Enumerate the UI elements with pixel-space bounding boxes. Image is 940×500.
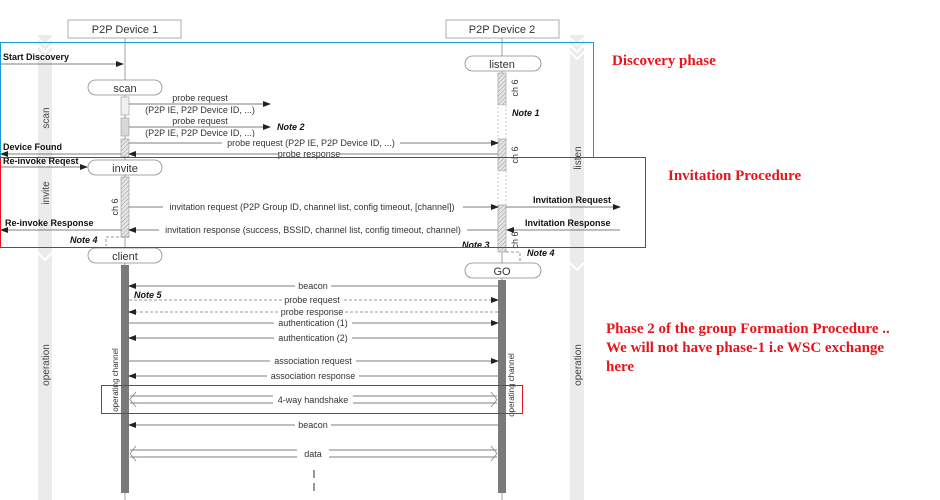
handshake-highlight-box [101,385,523,414]
svg-text:invitation request (P2P Group: invitation request (P2P Group ID, channe… [170,202,455,212]
note-4-connector [105,236,129,246]
channel-label: ch 6 [110,198,120,215]
message-probe-response: probe response [128,149,498,159]
annotation-invitation-procedure: Invitation Procedure [668,168,802,184]
state-go: GO [464,262,542,279]
event-device-found: Device Found [3,142,62,152]
message-probe-request-3: probe request (P2P IE, P2P Device ID, ..… [129,137,499,148]
svg-text:authentication (2): authentication (2) [278,333,348,343]
svg-text:4-way handshake: 4-way handshake [278,395,349,405]
state-listen: listen [464,55,542,72]
sleep-bar [497,104,507,140]
state-scan: scan [87,79,163,96]
message-invitation-response: invitation response (success, BSSID, cha… [128,224,498,235]
annotation-discovery-phase: Discovery phase [612,53,716,69]
svg-text:data: data [304,449,322,459]
side-label-invite: invite [41,181,52,205]
side-label-operation: operation [573,344,584,386]
svg-text:invitation response (success,: invitation response (success, BSSID, cha… [165,225,461,235]
activation-bar [120,176,130,238]
device-1-box: P2P Device 1 [67,19,182,39]
state-client: client [87,247,163,264]
svg-text:(P2P IE, P2P Device ID, ...): (P2P IE, P2P Device ID, ...) [145,105,255,115]
message-invitation-request: invitation request (P2P Group ID, channe… [129,201,499,212]
message-beacon-2: beacon [128,420,498,430]
activation-bar [120,117,130,137]
activation-bar [120,96,130,116]
svg-text:probe request: probe request [172,93,228,103]
svg-text:probe request: probe request [284,295,340,305]
annotation-phase2-line2: We will not have phase-1 i.e WSC exchang… [606,340,884,356]
svg-text:P2P Device 2: P2P Device 2 [469,24,535,36]
message-authentication-1: authentication (1) [129,318,499,328]
svg-text:probe response: probe response [281,307,344,317]
state-invite: invite [87,159,163,176]
svg-text:probe response: probe response [278,149,341,159]
svg-text:P2P Device 1: P2P Device 1 [92,24,158,36]
note-3: Note 3 [462,240,490,250]
side-label-scan: scan [41,107,52,128]
svg-text:invite: invite [112,163,138,175]
message-probe-request-2: probe request (P2P IE, P2P Device ID, ..… [129,116,271,138]
channel-label: ch 6 [510,146,520,163]
operating-channel-label: operating channel [507,353,516,417]
message-probe-request-1: probe request (P2P IE, P2P Device ID, ..… [129,93,271,115]
message-4-way-handshake: 4-way handshake [129,391,498,408]
operating-channel-label: operating channel [111,348,120,412]
note-1: Note 1 [512,108,540,118]
message-authentication-2: authentication (2) [128,333,498,343]
sleep-bar [497,170,507,206]
message-association-response: association response [128,371,498,381]
activation-bar [497,204,507,253]
left-phase-bar: scan invite operation [37,35,53,500]
message-association-request: association request [129,356,499,366]
annotation-phase2-line3: here [606,359,634,375]
activation-bar [120,138,130,158]
message-probe-request-op: probe request [129,295,499,305]
note-4-connector [506,251,521,262]
activation-bar [497,72,507,106]
note-4: Note 4 [527,248,555,258]
device-2-box: P2P Device 2 [445,19,560,39]
operating-bar-device-1 [121,265,129,493]
activation-bar [497,138,507,172]
event-start-discovery: Start Discovery [3,52,69,62]
message-data: data [129,445,498,462]
svg-text:association request: association request [274,356,352,366]
svg-text:(P2P IE, P2P Device ID, ...): (P2P IE, P2P Device ID, ...) [145,128,255,138]
svg-text:listen: listen [489,59,515,71]
svg-text:beacon: beacon [298,420,328,430]
svg-text:association response: association response [271,371,356,381]
right-phase-bar: listen operation [569,35,585,500]
note-5: Note 5 [134,290,163,300]
event-reinvoke-response: Re-invoke Response [5,218,94,228]
event-invitation-response: Invitation Response [525,218,611,228]
side-label-operation: operation [41,344,52,386]
svg-text:probe request: probe request [172,116,228,126]
invitation-procedure-box [0,157,646,248]
annotation-phase2-line1: Phase 2 of the group Formation Procedure… [606,321,890,337]
note-2: Note 2 [277,122,305,132]
note-4: Note 4 [70,235,98,245]
svg-text:beacon: beacon [298,281,328,291]
message-beacon: beacon [128,281,498,291]
svg-text:scan: scan [113,83,136,95]
svg-text:authentication (1): authentication (1) [278,318,348,328]
svg-text:probe request (P2P IE, P2P Dev: probe request (P2P IE, P2P Device ID, ..… [227,138,395,148]
operating-bar-device-2 [498,280,506,493]
event-reinvoke-request: Re-invoke Reqest [3,156,79,166]
channel-label: ch 6 [510,79,520,96]
svg-text:GO: GO [493,266,511,278]
channel-label: ch 6 [510,231,520,248]
svg-text:client: client [112,251,138,263]
event-invitation-request: Invitation Request [533,195,611,205]
message-probe-response-op: probe response [128,307,498,317]
